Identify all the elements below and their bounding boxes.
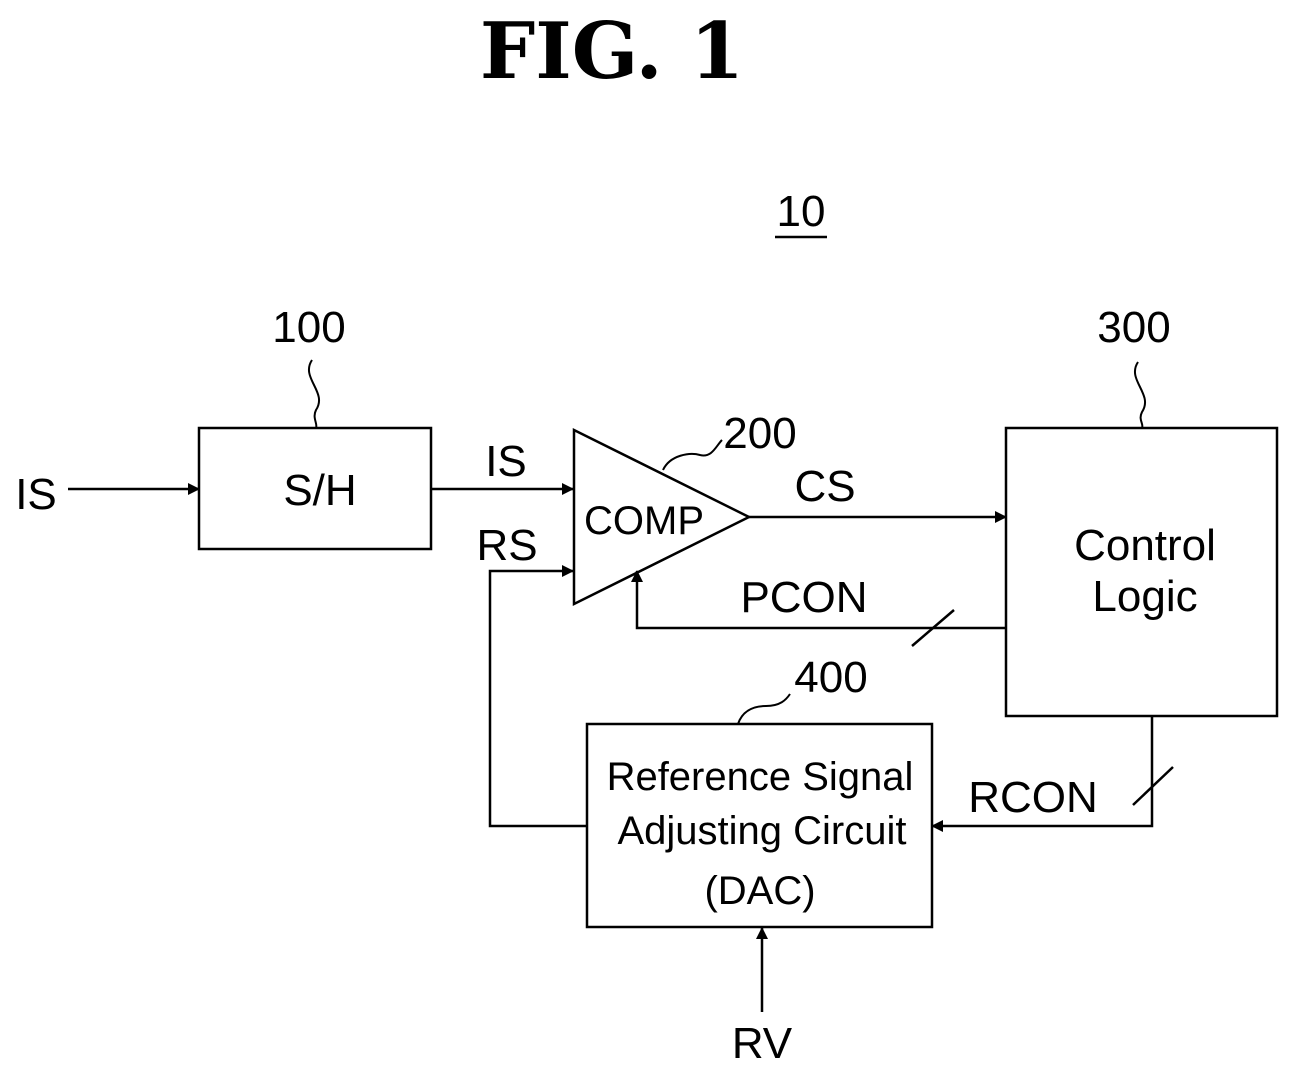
ref-signal-circuit-label-line2: Adjusting Circuit [617, 809, 906, 853]
control-logic-label-line2: Logic [1092, 572, 1197, 621]
system-reference: 10 [777, 187, 826, 236]
cs-label: CS [794, 462, 855, 511]
sample-hold-label: S/H [283, 466, 356, 515]
input-is-label: IS [15, 470, 57, 519]
ref-signal-circuit-label-line3: (DAC) [704, 869, 815, 913]
sample-hold-ref-leader [309, 360, 319, 428]
rv-label: RV [732, 1019, 793, 1068]
comparator-label: COMP [584, 499, 704, 543]
rs-label: RS [476, 521, 537, 570]
control-logic-ref: 300 [1097, 303, 1170, 352]
ref-signal-circuit-ref: 400 [794, 653, 867, 702]
ref-signal-circuit-ref-leader [738, 694, 790, 724]
pcon-label: PCON [740, 573, 867, 622]
sh-out-is-label: IS [485, 437, 527, 486]
ref-signal-circuit-label-line1: Reference Signal [607, 755, 914, 799]
control-logic-ref-leader [1135, 362, 1145, 428]
comparator-ref: 200 [723, 409, 796, 458]
rcon-label: RCON [968, 773, 1098, 822]
control-logic-label-line1: Control [1074, 521, 1216, 570]
rs-feedback-arrow [490, 571, 587, 826]
figure-title: FIG. 1 [480, 6, 744, 97]
comparator-ref-leader [663, 440, 722, 470]
sample-hold-ref: 100 [272, 303, 345, 352]
